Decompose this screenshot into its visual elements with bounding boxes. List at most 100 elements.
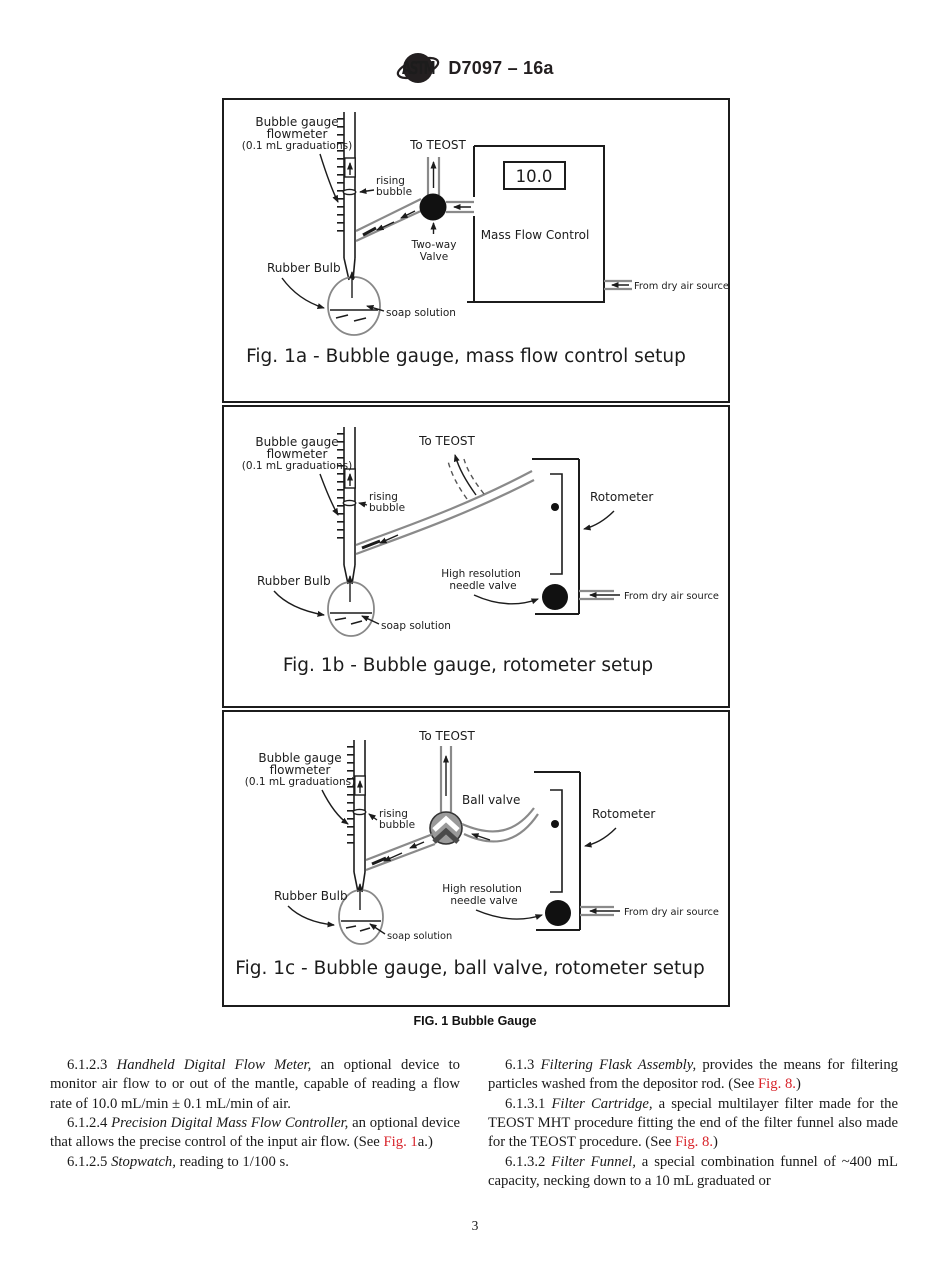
- body-text-run: 6.1.2.3: [67, 1057, 117, 1073]
- figure-1b: To TEOST Rotometer High resolution needl…: [222, 405, 730, 708]
- two-way-valve-body: [419, 193, 447, 221]
- needle-valve: [545, 900, 571, 926]
- label-flowmeter-3: (0.1 mL graduations): [242, 140, 352, 152]
- astm-logo-text: ASTM: [402, 58, 435, 79]
- air-source-inlet: From dry air source: [580, 905, 719, 918]
- label-rising-2: bubble: [379, 819, 415, 831]
- label-flowmeter-2: flowmeter: [270, 763, 331, 777]
- label-air-source: From dry air source: [624, 591, 719, 602]
- label-flowmeter-1: Bubble gauge: [258, 751, 341, 765]
- body-text-run: a.): [417, 1134, 433, 1151]
- label-flowmeter-1: Bubble gauge: [255, 435, 338, 449]
- branch-tube: [355, 198, 424, 242]
- flow-display: [503, 161, 566, 190]
- figure-reference-link[interactable]: Fig. 1: [383, 1134, 418, 1151]
- two-way-valve: [419, 157, 474, 234]
- term-italic: Handheld Digital Flow Meter,: [116, 1057, 312, 1073]
- label-ball-valve: Ball valve: [462, 793, 520, 807]
- paragraph-6124: 6.1.2.4 Precision Digital Mass Flow Cont…: [50, 1114, 460, 1153]
- page-header: ASTM D7097 – 16a: [0, 44, 950, 92]
- right-column: 6.1.3 Filtering Flask Assembly, provides…: [488, 1056, 898, 1191]
- paragraph-6123: 6.1.2.3 Handheld Digital Flow Meter, an …: [50, 1056, 460, 1114]
- figure-reference-link[interactable]: Fig. 8.: [758, 1076, 796, 1093]
- ball-valve: [429, 811, 463, 845]
- body-text-run: an optional device that allows the preci…: [50, 1114, 461, 1151]
- label-to-teost: To TEOST: [409, 138, 466, 152]
- teost-branch: [447, 454, 485, 500]
- label-rising-2: bubble: [369, 502, 405, 514]
- label-needle-valve-2: needle valve: [449, 580, 516, 592]
- label-to-teost: To TEOST: [418, 434, 475, 448]
- label-flowmeter-3: (0.1 mL graduations): [242, 460, 352, 472]
- rubber-bulb: [327, 575, 375, 637]
- air-source-inlet: From dry air source: [604, 279, 728, 292]
- body-text-run: a special combination funnel of ~400 mL …: [488, 1153, 898, 1189]
- right-tube: [461, 807, 539, 843]
- body-text-run: 6.1.2.4: [67, 1114, 112, 1131]
- label-rotometer: Rotometer: [590, 490, 653, 504]
- connecting-tube: [355, 470, 535, 556]
- label-soap-solution: soap solution: [387, 931, 452, 942]
- label-soap-solution: soap solution: [381, 620, 451, 632]
- paragraph-6132: 6.1.3.2 Filter Funnel, a special combina…: [488, 1153, 898, 1192]
- label-flowmeter-1: Bubble gauge: [255, 115, 338, 129]
- paragraph-6131: 6.1.3.1 Filter Cartridge, a special mult…: [488, 1095, 898, 1153]
- burette-flowmeter: [347, 740, 367, 893]
- body-text-run: 6.1.3.2: [505, 1153, 552, 1170]
- label-needle-valve-2: needle valve: [450, 895, 517, 907]
- body-text-run: 6.1.3.1: [505, 1095, 552, 1112]
- figure-caption-1b: Fig. 1b - Bubble gauge, rotometer setup: [283, 655, 653, 676]
- label-needle-valve-1: High resolution: [441, 568, 521, 580]
- term-italic: Filter Funnel,: [551, 1153, 636, 1170]
- label-mass-flow-control: Mass Flow Control: [481, 228, 590, 242]
- left-tube: [365, 832, 436, 872]
- label-to-teost: To TEOST: [418, 729, 475, 743]
- label-rising-1: rising: [369, 491, 398, 503]
- teost-tube: [439, 746, 453, 812]
- figure-1a: 10.0 Mass Flow Control From dry air sour…: [222, 98, 730, 403]
- air-source-inlet: From dry air source: [579, 589, 719, 602]
- figure-caption-1a: Fig. 1a - Bubble gauge, mass flow contro…: [246, 346, 686, 367]
- figure-reference-link[interactable]: Fig. 8.: [675, 1134, 714, 1151]
- label-rubber-bulb: Rubber Bulb: [257, 574, 331, 588]
- label-soap-solution: soap solution: [386, 307, 456, 319]
- body-text: 6.1.2.3 Handheld Digital Flow Meter, an …: [50, 1056, 898, 1191]
- figure-caption-1c: Fig. 1c - Bubble gauge, ball valve, roto…: [235, 958, 704, 979]
- term-italic: Filter Cartridge,: [551, 1095, 653, 1112]
- body-text-run: a special multilayer filter made for the…: [488, 1095, 899, 1151]
- label-rising-1: rising: [376, 175, 405, 187]
- page-number: 3: [471, 1218, 479, 1233]
- term-italic: Precision Digital Mass Flow Controller,: [111, 1114, 349, 1131]
- paragraph-613: 6.1.3 Filtering Flask Assembly, provides…: [488, 1056, 898, 1095]
- burette-flowmeter: [337, 427, 357, 585]
- label-air-source: From dry air source: [624, 907, 719, 918]
- figure-group-caption: FIG. 1 Bubble Gauge: [413, 1014, 537, 1028]
- label-flowmeter-2: flowmeter: [267, 127, 328, 141]
- astm-logo: ASTM: [397, 53, 440, 83]
- body-text-run: ): [795, 1076, 801, 1093]
- label-rising-1: rising: [379, 808, 408, 820]
- rotometer: [534, 771, 581, 931]
- label-air-source: From dry air source: [634, 281, 728, 292]
- figure-1c: To TEOST Ball valve: [222, 710, 730, 1007]
- label-rising-2: bubble: [376, 186, 412, 198]
- left-column: 6.1.2.3 Handheld Digital Flow Meter, an …: [50, 1056, 460, 1191]
- standard-designation: D7097 – 16a: [448, 57, 554, 78]
- mass-flow-control-box: 10.0 Mass Flow Control: [467, 145, 605, 303]
- label-two-way-1: Two-way: [411, 239, 457, 251]
- body-text-run: ): [713, 1134, 718, 1151]
- rubber-bulb: [338, 883, 384, 945]
- label-rubber-bulb: Rubber Bulb: [274, 889, 348, 903]
- body-text-run: 6.1.2.5: [67, 1153, 112, 1170]
- term-italic: Stopwatch,: [111, 1153, 176, 1170]
- label-needle-valve-1: High resolution: [442, 883, 522, 895]
- rubber-bulb: [327, 271, 381, 336]
- term-italic: Filtering Flask Assembly,: [540, 1057, 697, 1073]
- rotometer: [532, 458, 580, 615]
- body-text-run: provides the means for filtering particl…: [488, 1057, 899, 1093]
- body-text-run: 6.1.3: [505, 1057, 541, 1073]
- label-rotometer: Rotometer: [592, 807, 655, 821]
- body-text-run: reading to 1/100 s.: [175, 1153, 289, 1170]
- label-two-way-2: Valve: [420, 251, 448, 263]
